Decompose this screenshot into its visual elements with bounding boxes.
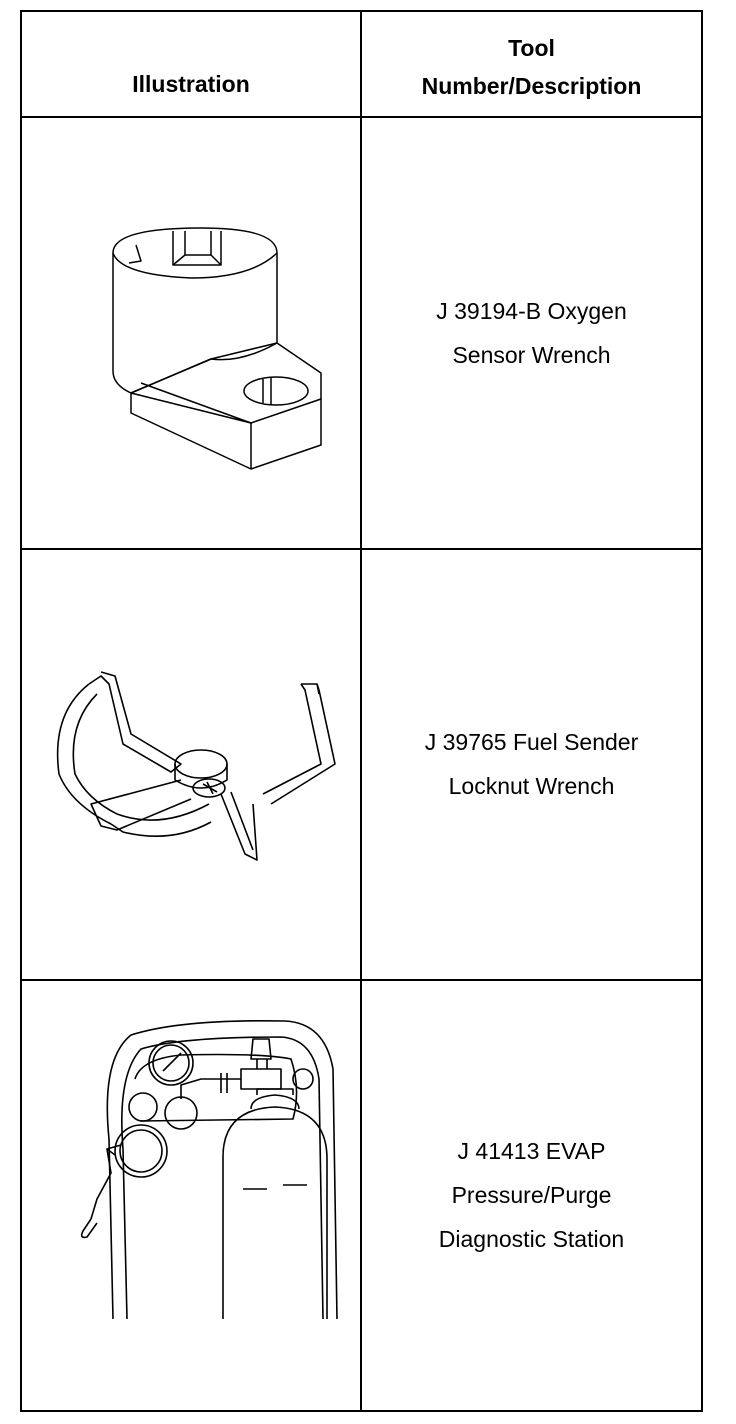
illustration-cell xyxy=(20,978,362,1413)
tool-description-line: Diagnostic Station xyxy=(438,1226,625,1253)
tool-description-line: Pressure/Purge xyxy=(451,1182,612,1209)
tool-description-line: J 39194-B Oxygen xyxy=(436,297,627,324)
table-row: J 39194-B Oxygen Sensor Wrench xyxy=(20,116,703,550)
header-tool: Tool Number/Description xyxy=(360,9,703,119)
header-illustration-label: Illustration xyxy=(132,71,250,98)
description-cell: J 39194-B Oxygen Sensor Wrench xyxy=(360,116,703,550)
tools-table: Illustration Tool Number/Description xyxy=(20,9,703,1413)
header-row: Illustration Tool Number/Description xyxy=(20,9,703,119)
header-illustration: Illustration xyxy=(20,9,362,119)
tool-description: J 41413 EVAP Pressure/Purge Diagnostic S… xyxy=(362,1129,701,1261)
header-tool-line1: Tool xyxy=(508,35,555,62)
fuel-sender-locknut-wrench-icon xyxy=(56,671,336,861)
tool-description: J 39194-B Oxygen Sensor Wrench xyxy=(362,289,701,377)
header-tool-line2: Number/Description xyxy=(421,73,642,100)
evap-diagnostic-station-icon xyxy=(80,1019,338,1319)
table-row: J 39765 Fuel Sender Locknut Wrench xyxy=(20,547,703,981)
tool-description-line: Locknut Wrench xyxy=(448,773,615,800)
tool-description-line: J 41413 EVAP xyxy=(457,1138,606,1165)
table-row: J 41413 EVAP Pressure/Purge Diagnostic S… xyxy=(20,978,703,1413)
tool-description-line: Sensor Wrench xyxy=(452,341,611,368)
description-cell: J 41413 EVAP Pressure/Purge Diagnostic S… xyxy=(360,978,703,1413)
description-cell: J 39765 Fuel Sender Locknut Wrench xyxy=(360,547,703,981)
illustration-cell xyxy=(20,547,362,981)
illustration-cell xyxy=(20,116,362,550)
oxygen-sensor-wrench-icon xyxy=(112,227,322,470)
tool-description: J 39765 Fuel Sender Locknut Wrench xyxy=(362,720,701,808)
tool-description-line: J 39765 Fuel Sender xyxy=(424,729,639,756)
